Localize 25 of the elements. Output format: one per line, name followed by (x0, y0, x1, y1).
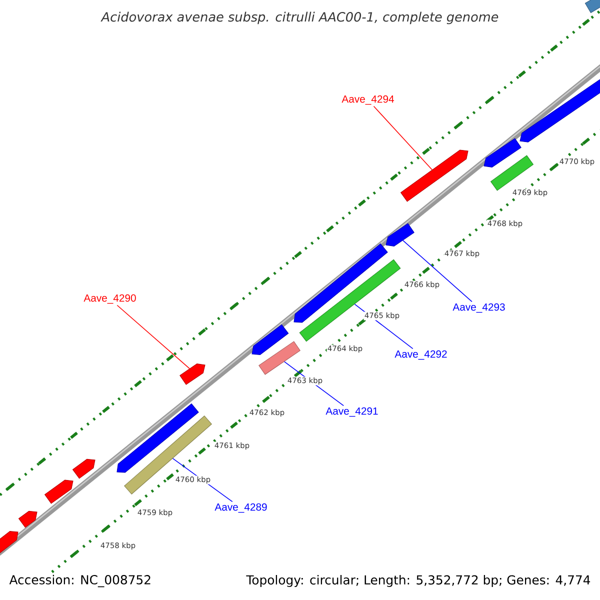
gene-bar (484, 138, 522, 168)
gene-bar (299, 259, 401, 342)
gene-bar (386, 223, 414, 246)
leader-line (116, 304, 190, 369)
gene-bar (0, 531, 18, 554)
gene-bar (18, 510, 38, 528)
gene-bar (124, 415, 212, 494)
accession-label: Accession: NC_008752 (9, 574, 150, 588)
gene-label: Aave_4293 (452, 303, 505, 313)
gene-bar (72, 458, 96, 479)
leader-line (373, 106, 432, 170)
genome-info: Topology: circular; Length: 5,352,772 bp; Genes: 4,774 (246, 575, 590, 587)
gene-label: Aave_4290 (84, 294, 136, 304)
gene-label: Aave_4294 (342, 95, 394, 105)
title: Acidovorax avenae subsp. citrulli AAC00-1, complete genome (100, 12, 498, 24)
gene-label: Aave_4289 (214, 503, 267, 513)
gene-bar (116, 403, 199, 473)
gene-bar (294, 243, 388, 323)
gene-bar (180, 364, 206, 385)
gene-bar (252, 324, 289, 356)
gene-label: Aave_4291 (326, 407, 378, 417)
gene-bar (258, 341, 300, 375)
gene-label: Aave_4292 (394, 350, 447, 360)
gene-bar (520, 77, 600, 142)
leader-line (402, 240, 472, 302)
